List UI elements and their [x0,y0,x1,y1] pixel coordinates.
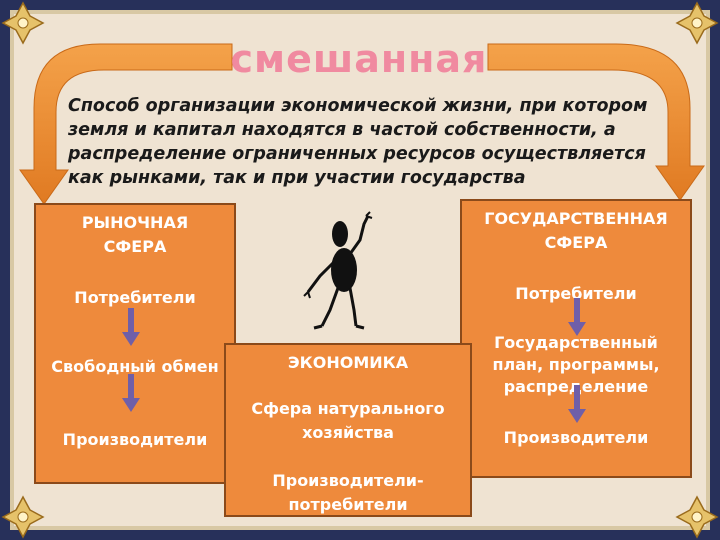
state-item-consumers: Потребители [515,284,637,303]
market-sphere-heading-line1: РЫНОЧНАЯ [81,213,189,232]
market-item-producers: Производители [62,430,208,449]
state-sphere-box: ГОСУДАРСТВЕННАЯ СФЕРА Потребители Госуда… [460,199,692,478]
state-item-plan-line1: Государственный [494,333,658,352]
page-title: смешанная [230,37,488,81]
economy-consumers-line: потребители [288,495,408,514]
definition-text: Способ организации экономической жизни, … [68,96,648,188]
economy-natural-line2: хозяйства [302,423,394,442]
stick-figure-icon [303,211,373,330]
state-sphere-heading-line2: СФЕРА [544,233,608,252]
state-item-plan-line2: план, программы, [492,355,660,374]
economy-natural-line1: Сфера натурального [251,399,445,418]
down-arrow-icon [568,298,586,336]
market-item-consumers: Потребители [74,288,196,307]
corner-ornament-bottom-left [1,495,45,539]
economy-box: ЭКОНОМИКА Сфера натурального хозяйства П… [224,343,472,517]
down-arrow-icon [568,385,586,423]
corner-ornament-bottom-right [675,495,719,539]
corner-ornament-top-left [1,1,45,45]
state-sphere-heading-line1: ГОСУДАРСТВЕННАЯ [484,209,668,228]
economy-producers-line: Производители- [272,471,424,490]
market-sphere-heading-line2: СФЕРА [103,237,167,256]
market-sphere-box: РЫНОЧНАЯ СФЕРА Потребители Свободный обм… [34,203,236,484]
curved-arrow-right [487,43,705,201]
market-item-free-exchange: Свободный обмен [51,357,219,376]
down-arrow-icon [122,308,140,346]
state-item-producers: Производители [503,428,649,447]
corner-ornament-top-right [675,1,719,45]
down-arrow-icon [122,374,140,412]
economy-heading: ЭКОНОМИКА [287,353,409,372]
